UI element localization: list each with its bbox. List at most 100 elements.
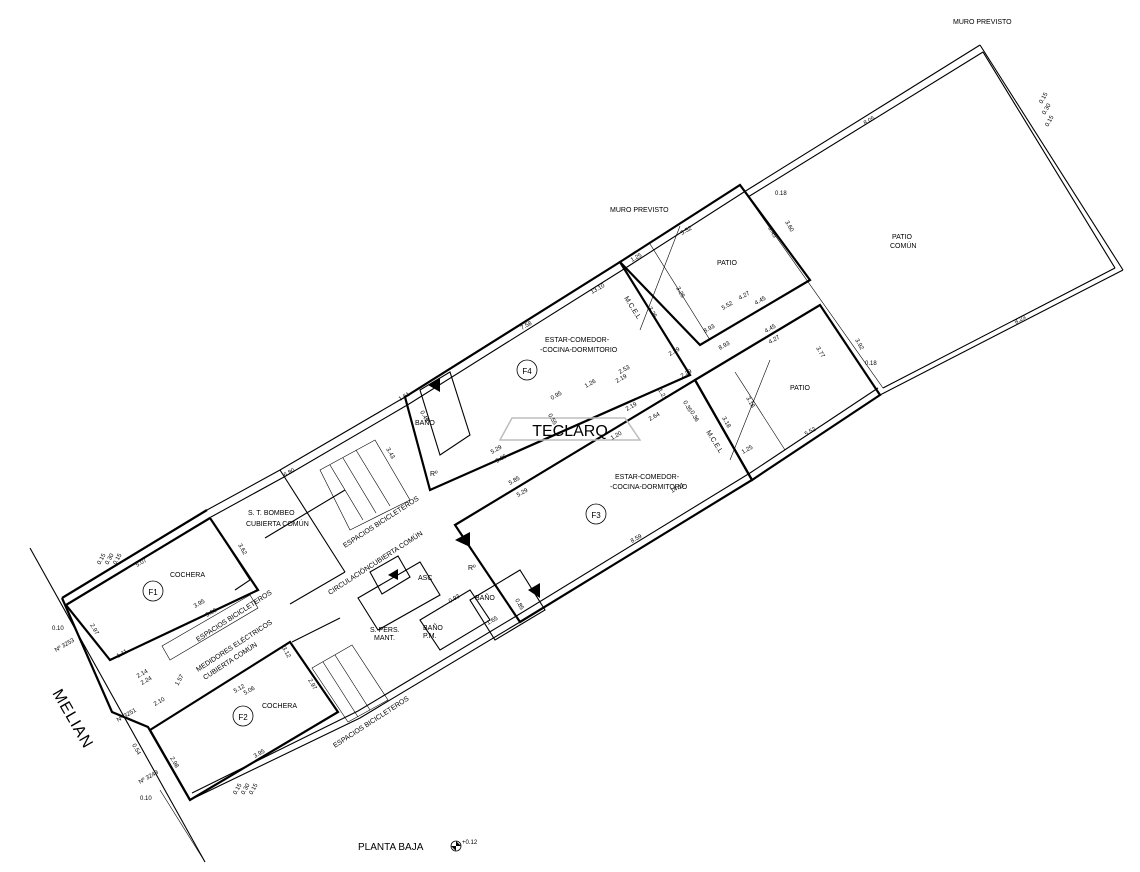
dim-1-61: 1.61 — [398, 391, 412, 402]
dim-0-30-b: 0.30 — [241, 782, 252, 796]
dim-0-54: 0.54 — [130, 743, 141, 757]
dim-3-25-a: 3.25 — [646, 306, 657, 320]
label-mcel-1: M.C.E.L — [622, 295, 641, 320]
watermark-text: TECLARQ — [532, 423, 608, 440]
dim-8-23: 8.23 — [1014, 314, 1028, 325]
room-patio-comun-line2: COMÚN — [890, 241, 916, 250]
room-cochera-1: COCHERA — [170, 572, 205, 579]
dim-4-27-a: 4.27 — [738, 290, 752, 301]
dim-0-49: 0.49 — [418, 410, 429, 424]
dim-4-27-b: 4.27 — [768, 334, 782, 345]
unit-f3-bubble: F3 — [585, 503, 607, 525]
unit-f4-bubble: F4 — [516, 359, 538, 381]
dim-1-65: 1.65 — [486, 615, 500, 626]
unit-f3 — [453, 303, 882, 641]
room-pers-line1: S. PERS. — [370, 627, 400, 634]
street-name: MELIAN — [49, 687, 97, 752]
room-bombeo-line1: S. T. BOMBEO — [248, 510, 295, 517]
dim-0-35: 0.35 — [681, 400, 692, 414]
dim-0-18-a: 0.18 — [775, 191, 787, 197]
dim-3-18-a: 3.18 — [744, 396, 755, 410]
dim-0-30-c: 0.30 — [1042, 102, 1053, 116]
dim-0-10-b: 0.10 — [140, 796, 152, 802]
label-muro-previsto-1: MURO PREVISTO — [953, 19, 1012, 26]
room-estar-f3-line1: ESTAR-COMEDOR- — [615, 474, 680, 481]
room-patio-f4: PATIO — [717, 260, 738, 267]
unit-f3-label: F3 — [591, 511, 601, 520]
dim-5-29-b: 5.29 — [516, 487, 530, 498]
unit-f1-label: F1 — [148, 588, 158, 597]
dim-0-85: 0.85 — [513, 598, 524, 612]
dim-8-59: 8.59 — [630, 533, 644, 544]
dim-5-85-b: 5.85 — [508, 475, 522, 486]
dim-1-21: 1.21 — [656, 388, 667, 402]
cochera-f2 — [148, 640, 340, 802]
dim-2-97-a: 2.97 — [88, 623, 99, 637]
dim-3-43: 3.43 — [384, 447, 395, 461]
dim-2-97-b: 2.97 — [306, 678, 317, 692]
cochera-f1 — [64, 516, 260, 662]
dim-1-25-a: 1.25 — [630, 252, 644, 263]
label-muro-previsto-2: MURO PREVISTO — [610, 207, 669, 214]
room-bano-f4: BAÑO — [415, 418, 435, 427]
dim-5-07-a: 5.07 — [135, 557, 149, 568]
dim-1-57: 1.57 — [175, 673, 186, 687]
dim-2-14: 2.14 — [136, 668, 150, 679]
dim-0-18-b: 0.18 — [865, 361, 877, 367]
dim-0-55: 0.55 — [546, 413, 557, 427]
dim-5-85-a: 5.85 — [495, 453, 509, 464]
drawing-title-text: PLANTA BAJA — [358, 842, 424, 853]
room-patio-f3: PATIO — [790, 385, 811, 392]
dim-3-77: 3.77 — [814, 346, 825, 360]
street-number-3249: Nº 3249 — [138, 769, 161, 786]
drawing-level: +0.12 — [462, 840, 478, 846]
dim-2-24: 2.24 — [140, 675, 154, 686]
room-circulacion: CIRCULACIÓNCUBIERTA COMÚN — [326, 529, 424, 597]
street-edge — [29, 547, 206, 863]
dim-0-93: 0.93 — [448, 593, 462, 604]
room-banopm-line1: BAÑO — [423, 623, 443, 632]
label-mcel-2: M.C.E.L — [704, 429, 723, 454]
dim-2-98: 2.98 — [168, 756, 179, 770]
dim-0-15-d: 0.15 — [249, 782, 260, 796]
dim-1-25-b: 1.25 — [741, 444, 755, 455]
room-estar-f3-line2: -COCINA-DORMITORIO — [610, 484, 688, 491]
dim-0-10-a: 0.10 — [52, 626, 64, 632]
dim-5-12: 5.12 — [233, 683, 247, 694]
common-core — [161, 439, 491, 723]
unit-f1-bubble: F1 — [142, 580, 164, 602]
room-pers-line2: MANT. — [374, 635, 395, 642]
dim-5-29-a: 5.29 — [490, 444, 504, 455]
room-banopm-line2: P.M. — [423, 633, 437, 640]
room-cochera-2: COCHERA — [262, 703, 297, 710]
street-number-3253: Nº 3253 — [54, 637, 77, 654]
dim-3-62: 3.62 — [236, 543, 247, 557]
dim-7-58: 7.58 — [520, 320, 534, 331]
dim-5-52-a: 5.52 — [680, 225, 694, 236]
unit-f4 — [403, 183, 812, 492]
dim-0-15-f: 0.15 — [1045, 114, 1056, 128]
dim-2-53: 2.53 — [618, 364, 632, 375]
unit-f4-label: F4 — [522, 367, 532, 376]
room-asc: ASC — [418, 575, 432, 582]
dim-5-06: 5.06 — [243, 685, 257, 696]
label-r-2: Rº — [468, 565, 476, 572]
dim-0-15-b: 0.15 — [113, 552, 124, 566]
dim-8-93-a: 8.93 — [703, 323, 717, 334]
dim-3-95-a: 3.95 — [193, 598, 207, 609]
dim-4-45-a: 4.45 — [754, 295, 768, 306]
room-patio-comun-line1: PATIO — [892, 234, 913, 241]
dim-3-60: 3.60 — [783, 220, 794, 234]
dim-3-12: 3.12 — [280, 646, 291, 660]
dim-2-19-b: 2.19 — [625, 401, 639, 412]
watermark-logo: TECLARQ — [498, 417, 642, 441]
dim-5-00: 5.00 — [205, 607, 219, 618]
unit-f2-label: F2 — [238, 713, 248, 722]
dim-8-05: 8.05 — [863, 115, 877, 126]
room-bombeo-line2: CUBIERTA COMÚN — [246, 519, 309, 528]
room-medidores-line1: MEDIDORES ELÉCTRICOS — [194, 617, 274, 673]
dim-3-45: 3.45 — [766, 226, 777, 240]
dim-3-18-b: 3.18 — [720, 416, 731, 430]
